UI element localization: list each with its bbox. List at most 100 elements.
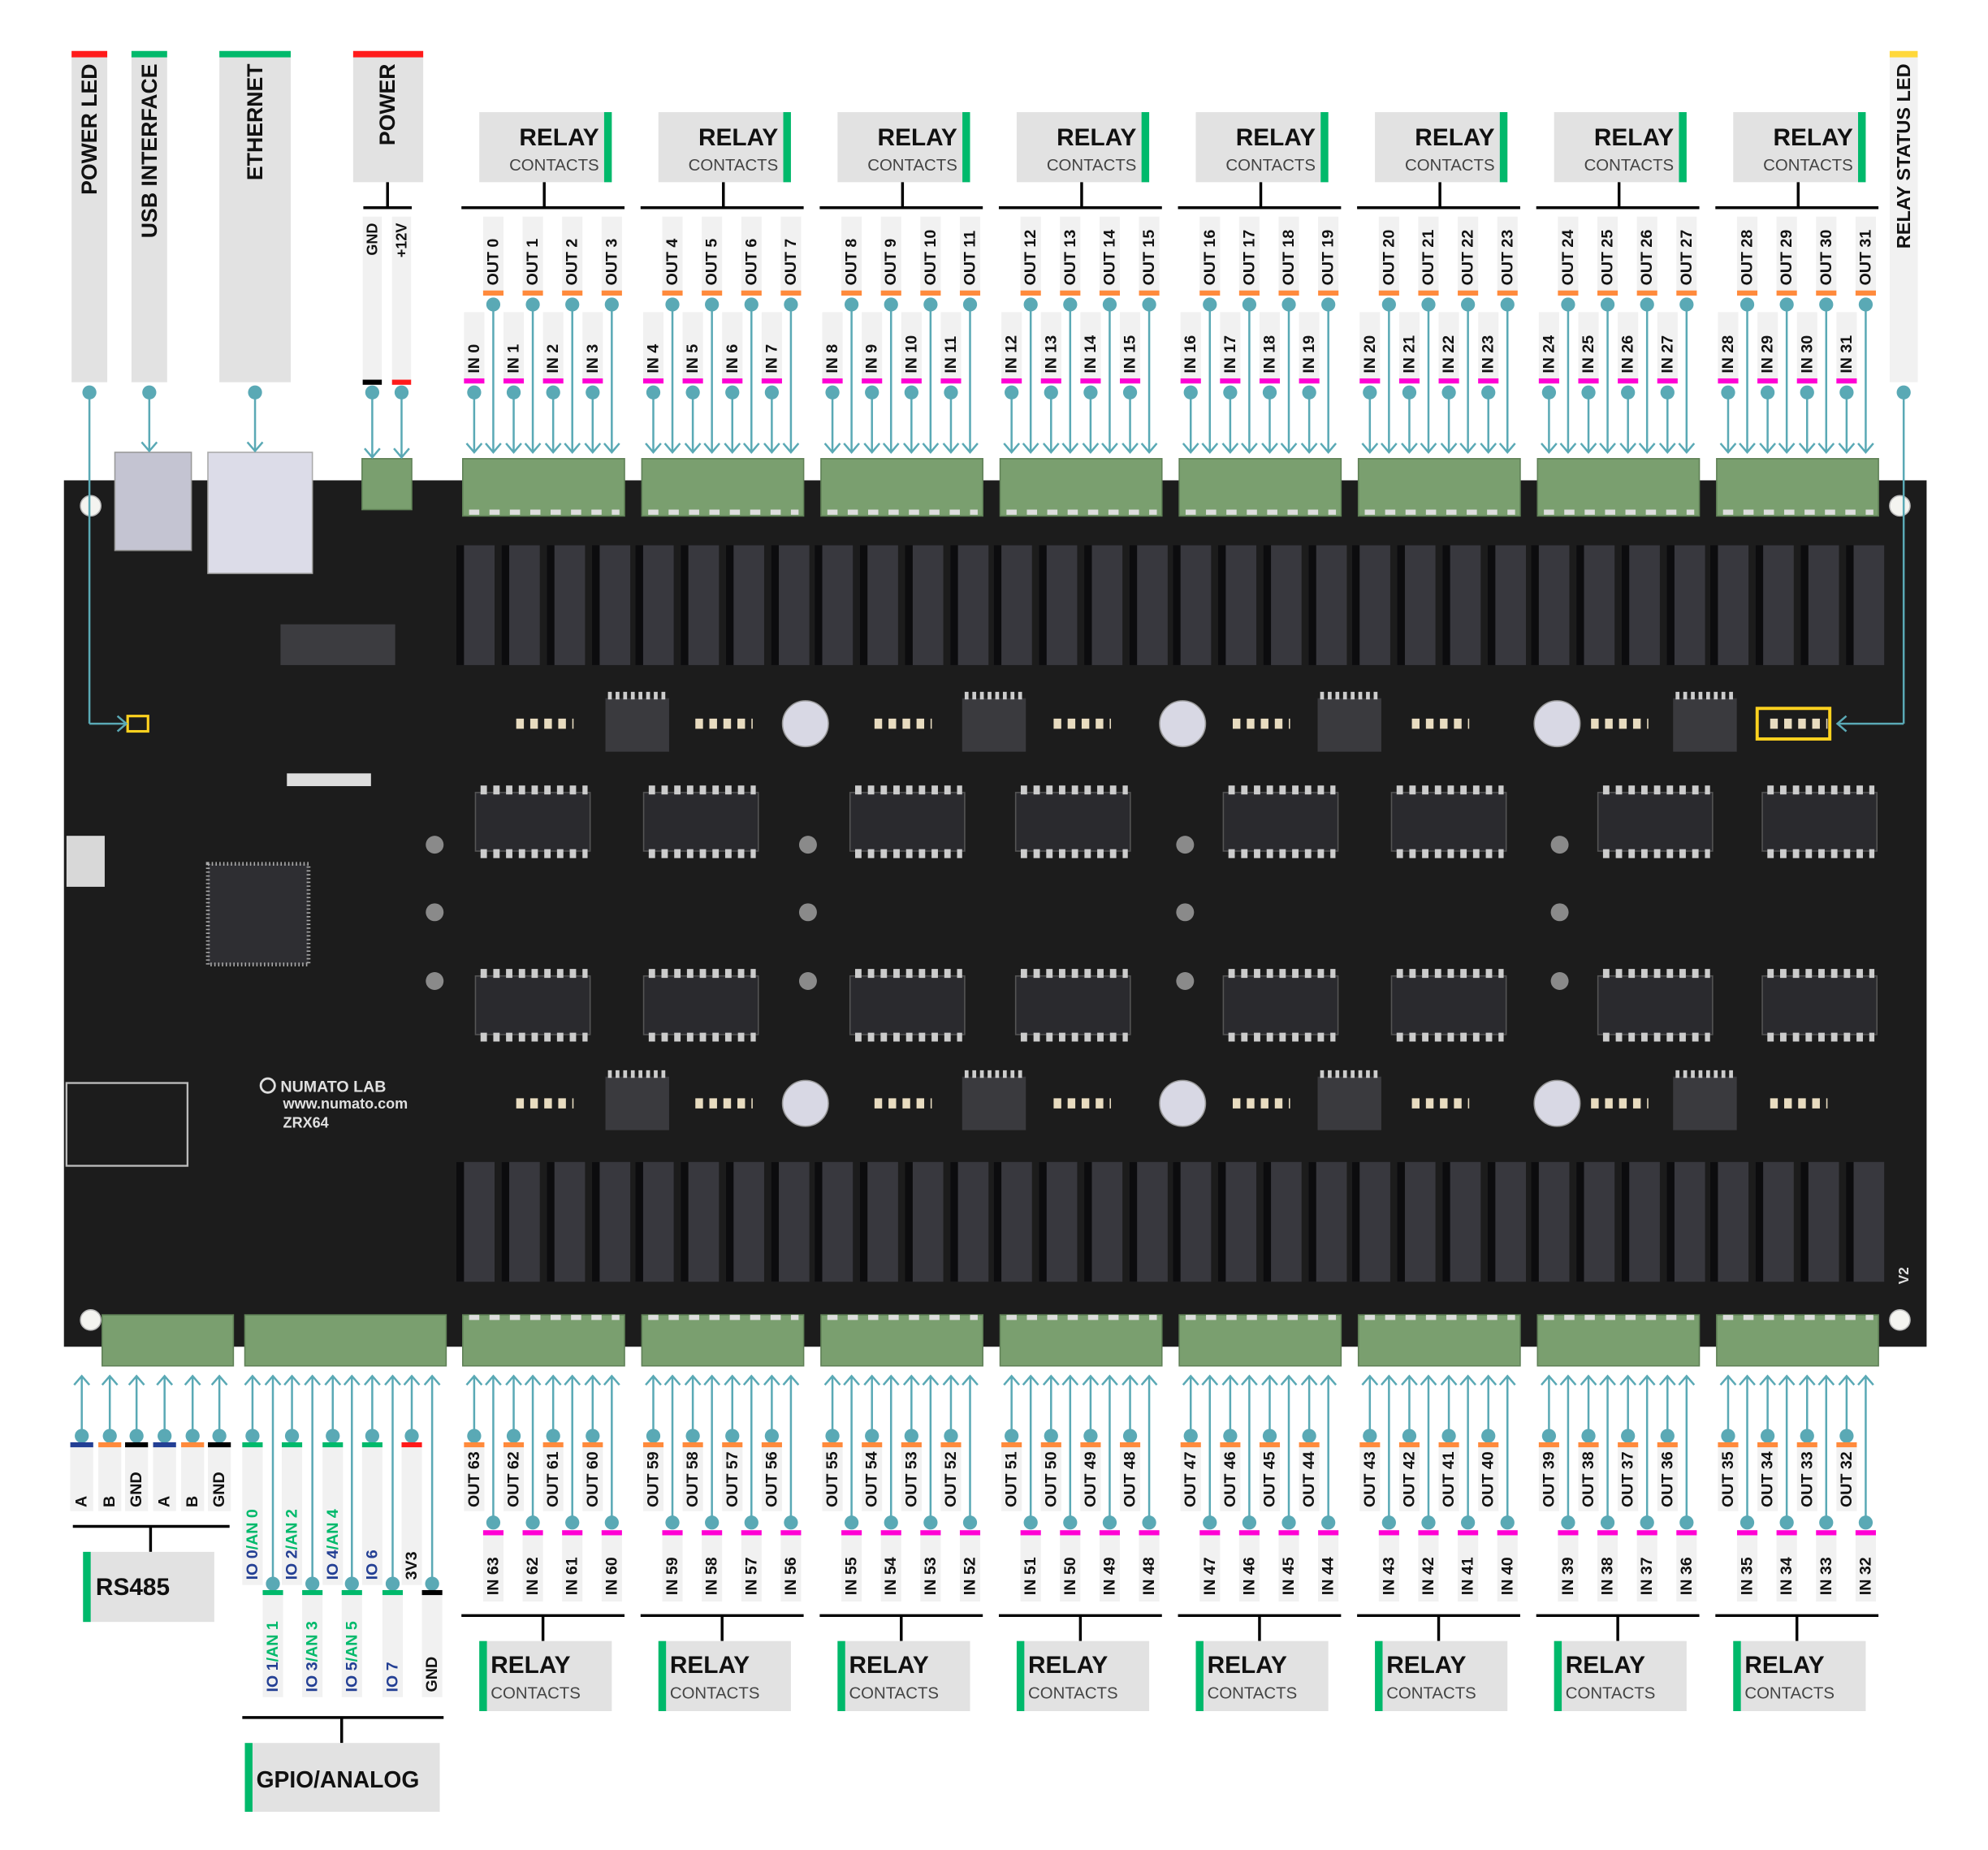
arrow-down-icon bbox=[962, 443, 979, 454]
relay-group-subtitle: CONTACTS bbox=[689, 157, 779, 175]
out-pin-color-bar bbox=[901, 1442, 922, 1448]
in-pin-label: IN 37 bbox=[1638, 1557, 1656, 1595]
out-pin-label-box bbox=[1220, 1447, 1241, 1511]
in-pin-label: IN 56 bbox=[782, 1557, 800, 1595]
gpio-top-pin-label: IO 0/AN 0 bbox=[244, 1509, 261, 1580]
arrow-up-icon bbox=[1140, 1374, 1158, 1386]
out-pin-color-bar bbox=[1816, 290, 1837, 296]
in-pin-label: IN 49 bbox=[1100, 1557, 1118, 1595]
relay-edge bbox=[1173, 1161, 1181, 1282]
arrow-up-icon bbox=[1121, 1374, 1139, 1386]
arrow-down-icon bbox=[724, 443, 741, 454]
gpio-bottom-pin-label: IO 5/AN 5 bbox=[343, 1621, 361, 1692]
board-url: www.numato.com bbox=[283, 1096, 408, 1112]
in-pin-label-box bbox=[780, 1535, 802, 1602]
capacitor bbox=[781, 1079, 829, 1127]
relay-group-title: RELAY bbox=[1028, 1652, 1108, 1679]
in-pin-color-bar bbox=[1757, 378, 1778, 384]
arrow-up-icon bbox=[1459, 1374, 1476, 1386]
relay-edge bbox=[501, 545, 510, 665]
out-pin-label: OUT 32 bbox=[1838, 1451, 1856, 1507]
arrow-down-icon bbox=[902, 443, 920, 454]
relay-edge bbox=[1442, 1161, 1450, 1282]
relay-group-box bbox=[658, 112, 791, 183]
top-terminal-block bbox=[1178, 458, 1342, 517]
gpio-bottom-pin-label: IO 7 bbox=[383, 1662, 401, 1692]
out-pin-label: OUT 28 bbox=[1739, 230, 1757, 286]
arrow-down-icon bbox=[1361, 443, 1379, 454]
out-pin-color-bar bbox=[1618, 1442, 1639, 1448]
out-pin-label-box bbox=[1278, 216, 1299, 291]
in-pin-label-box bbox=[1657, 312, 1678, 378]
relay-edge bbox=[501, 1161, 510, 1282]
capacitor bbox=[1533, 700, 1581, 748]
out-pin-label-box bbox=[1398, 1447, 1420, 1511]
arrow-down-icon bbox=[1778, 443, 1796, 454]
arrow-down-icon bbox=[1498, 443, 1516, 454]
relay-group-subtitle: CONTACTS bbox=[1047, 157, 1137, 175]
out-pin-label-box bbox=[1676, 216, 1697, 291]
rs485-pin-label-box bbox=[125, 1447, 149, 1511]
rs485-pin-label-box bbox=[153, 1447, 176, 1511]
in-pin-color-bar bbox=[940, 378, 962, 384]
out-pin-color-bar bbox=[1080, 1442, 1101, 1448]
relay-group-subtitle: CONTACTS bbox=[849, 1684, 939, 1702]
in-pin-color-bar bbox=[1597, 1530, 1618, 1536]
gpio-bottom-pin-label-box bbox=[341, 1595, 362, 1697]
arrow-down-icon bbox=[246, 441, 264, 453]
gpio-box bbox=[244, 1743, 440, 1812]
battery-holder bbox=[66, 836, 105, 887]
relay-group-title: RELAY bbox=[491, 1652, 570, 1679]
relay-edge bbox=[547, 545, 555, 665]
in-pin-label-box bbox=[1020, 1535, 1041, 1602]
relay-group-box bbox=[1016, 112, 1150, 183]
board-model: ZRX64 bbox=[283, 1114, 329, 1130]
arrow-down-icon bbox=[645, 443, 662, 454]
gpio-top-pin-color-bar bbox=[322, 1442, 344, 1448]
arrow-down-icon bbox=[465, 443, 483, 454]
out-pin-label: OUT 52 bbox=[942, 1451, 960, 1507]
in-pin-color-bar bbox=[1060, 1530, 1081, 1536]
arrow-right-icon bbox=[116, 715, 128, 733]
out-pin-label-box bbox=[1497, 216, 1518, 291]
gpio-bottom-pin-label-box bbox=[302, 1595, 323, 1697]
arrow-down-icon bbox=[1300, 443, 1318, 454]
relay-group-title: RELAY bbox=[1057, 124, 1136, 151]
in-pin-label: IN 0 bbox=[465, 344, 483, 374]
arrow-up-icon bbox=[1201, 1374, 1219, 1386]
arrow-down-icon bbox=[1201, 443, 1219, 454]
gpio-bottom-pin-color-bar bbox=[341, 1589, 362, 1596]
out-pin-label-box bbox=[1001, 1447, 1022, 1511]
arrow-up-icon bbox=[1420, 1374, 1437, 1386]
relay-group-box bbox=[1375, 1640, 1508, 1711]
arrow-up-icon bbox=[1638, 1374, 1656, 1386]
gpio-io-name: IO 0 bbox=[244, 1550, 261, 1580]
in-pin-color-bar bbox=[1299, 378, 1320, 384]
in-pin-label-box bbox=[1099, 1535, 1121, 1602]
capacitor bbox=[781, 700, 829, 748]
relay-group-subtitle: CONTACTS bbox=[491, 1684, 581, 1702]
relay-group-subtitle: CONTACTS bbox=[1208, 1684, 1298, 1702]
out-pin-color-bar bbox=[841, 290, 862, 296]
out-pin-label: OUT 1 bbox=[524, 239, 542, 286]
gpio-bottom-pin-color-bar bbox=[302, 1589, 323, 1596]
relay-edge bbox=[1263, 1161, 1272, 1282]
relay-status-led-highlight bbox=[1755, 707, 1832, 741]
in-pin-label: IN 42 bbox=[1420, 1557, 1437, 1595]
in-pin-label: IN 2 bbox=[544, 344, 562, 374]
in-pin-color-bar bbox=[1378, 1530, 1399, 1536]
arrow-up-icon bbox=[1042, 1374, 1060, 1386]
in-pin-label: IN 61 bbox=[564, 1557, 581, 1595]
in-pin-label: IN 51 bbox=[1022, 1557, 1039, 1595]
in-pin-label-box bbox=[662, 1535, 683, 1602]
out-pin-label: OUT 26 bbox=[1638, 230, 1656, 286]
relay-group-color-bar bbox=[1320, 112, 1329, 183]
arrow-up-icon bbox=[1182, 1374, 1199, 1386]
gpio-io-name: 3V3 bbox=[403, 1551, 421, 1580]
arrow-down-icon bbox=[922, 443, 940, 454]
in-pin-color-bar bbox=[503, 378, 525, 384]
relay-group-color-bar bbox=[479, 1640, 487, 1711]
